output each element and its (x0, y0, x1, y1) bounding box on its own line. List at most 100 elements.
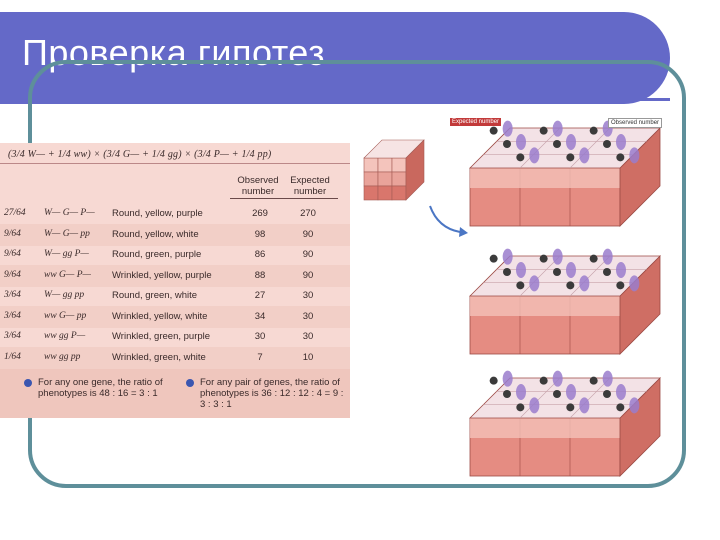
small-cube-cell (377, 185, 393, 201)
phenotype-cell: Round, green, white (112, 290, 198, 301)
small-cube-cell (363, 157, 379, 173)
pea-icon (503, 268, 511, 276)
flower-icon (502, 370, 513, 387)
flower-icon (602, 248, 613, 265)
cube-front-band (470, 296, 620, 316)
fraction-cell: 3/64 (4, 290, 21, 300)
expected-cell: 30 (302, 331, 314, 342)
genotype-cell: W— G— P— (44, 208, 95, 218)
small-cube-cell (377, 171, 393, 187)
flower-icon (629, 147, 640, 164)
fraction-cell: 27/64 (4, 208, 26, 218)
flower-icon (616, 134, 626, 150)
flower-icon (529, 147, 540, 164)
observed-cell: 34 (254, 310, 266, 322)
phenotype-cell: Round, yellow, purple (112, 208, 203, 219)
genotype-cell: ww gg pp (44, 351, 81, 362)
flower-icon (602, 370, 613, 387)
pea-icon (503, 390, 511, 398)
fraction-cell: 9/64 (4, 228, 21, 239)
pea-icon (489, 254, 498, 263)
note-one-gene: For any one gene, the ratio of phenotype… (38, 377, 163, 399)
genotype-cell: ww G— P— (44, 269, 91, 280)
flower-icon (552, 370, 563, 387)
small-cube-cell (391, 185, 407, 201)
pea-icon (539, 376, 548, 385)
pea-icon (553, 390, 561, 398)
pea-icon (539, 254, 548, 263)
flower-icon (579, 275, 590, 292)
genotype-cell: W— gg P— (44, 249, 89, 259)
flower-icon (552, 120, 563, 137)
flower-icon (552, 248, 563, 265)
pea-icon (489, 126, 498, 135)
flower-icon (579, 397, 590, 414)
pea-icon (603, 390, 611, 398)
flower-icon (616, 384, 626, 400)
observed-number-label: Observed number (608, 118, 663, 128)
cube-grid-line (569, 127, 611, 169)
flower-icon (566, 384, 576, 400)
pea-icon (589, 376, 598, 385)
pea-icon (503, 140, 511, 148)
phenotype-cell: Wrinkled, green, white (112, 351, 206, 363)
small-cube-cell (377, 157, 393, 173)
fraction-cell: 9/64 (4, 249, 21, 259)
small-cube-cell (391, 157, 407, 173)
genotype-cell: ww G— pp (44, 310, 87, 321)
fraction-cell: 3/64 (4, 331, 21, 341)
title-bar (0, 12, 670, 104)
pea-icon (516, 403, 525, 412)
table-row: 27/64 W— G— P— Round, yellow, purple 269 270 (0, 203, 350, 225)
small-cube-cell (391, 171, 407, 187)
observed-cell: 88 (254, 269, 266, 281)
pea-icon (553, 140, 561, 148)
flower-icon (629, 275, 640, 292)
flower-icon (566, 134, 576, 150)
expected-number-label: Expected number (450, 118, 502, 126)
observed-cell: 269 (252, 208, 268, 219)
genotype-cell: W— gg pp (44, 290, 85, 300)
cube-grid-line (519, 377, 561, 419)
phenotype-cell: Wrinkled, yellow, purple (112, 269, 212, 281)
slide-title: Проверка гипотез (22, 32, 326, 73)
genotype-cell: W— G— pp (44, 228, 90, 239)
expected-header: Expected number (282, 175, 338, 199)
pea-icon (616, 281, 625, 290)
bullet-icon (186, 379, 194, 387)
flower-icon (529, 397, 540, 414)
arrow-head (459, 227, 468, 237)
bullet-icon (24, 379, 32, 387)
pea-icon (553, 268, 561, 276)
cube-grid-line (569, 255, 611, 297)
pea-icon (616, 153, 625, 162)
pea-icon (616, 403, 625, 412)
pea-icon (516, 153, 525, 162)
expected-cell: 270 (300, 208, 316, 219)
title-underline (26, 98, 670, 101)
expected-cell: 90 (302, 228, 314, 240)
flower-icon (579, 147, 590, 164)
cube-grid-line (519, 127, 561, 169)
pea-icon (566, 153, 575, 162)
observed-cell: 86 (254, 249, 266, 260)
observed-cell: 27 (254, 290, 266, 301)
flower-icon (502, 120, 513, 137)
genotype-cell: ww gg P— (44, 331, 86, 341)
observed-header: Observed number (230, 175, 286, 199)
cube-grid-line (519, 255, 561, 297)
fraction-cell: 3/64 (4, 310, 21, 321)
cube-front-band (470, 168, 620, 188)
expected-cell: 90 (302, 249, 314, 260)
cross-formula: (3/4 W— + 1/4 ww) × (3/4 G— + 1/4 gg) × … (8, 149, 272, 160)
pea-icon (589, 126, 598, 135)
cube-illustrations (363, 120, 661, 477)
dihybrid-table-panel: (3/4 W— + 1/4 ww) × (3/4 G— + 1/4 gg) × … (0, 143, 350, 418)
flower-icon (516, 134, 526, 150)
observed-cell: 98 (254, 228, 266, 240)
